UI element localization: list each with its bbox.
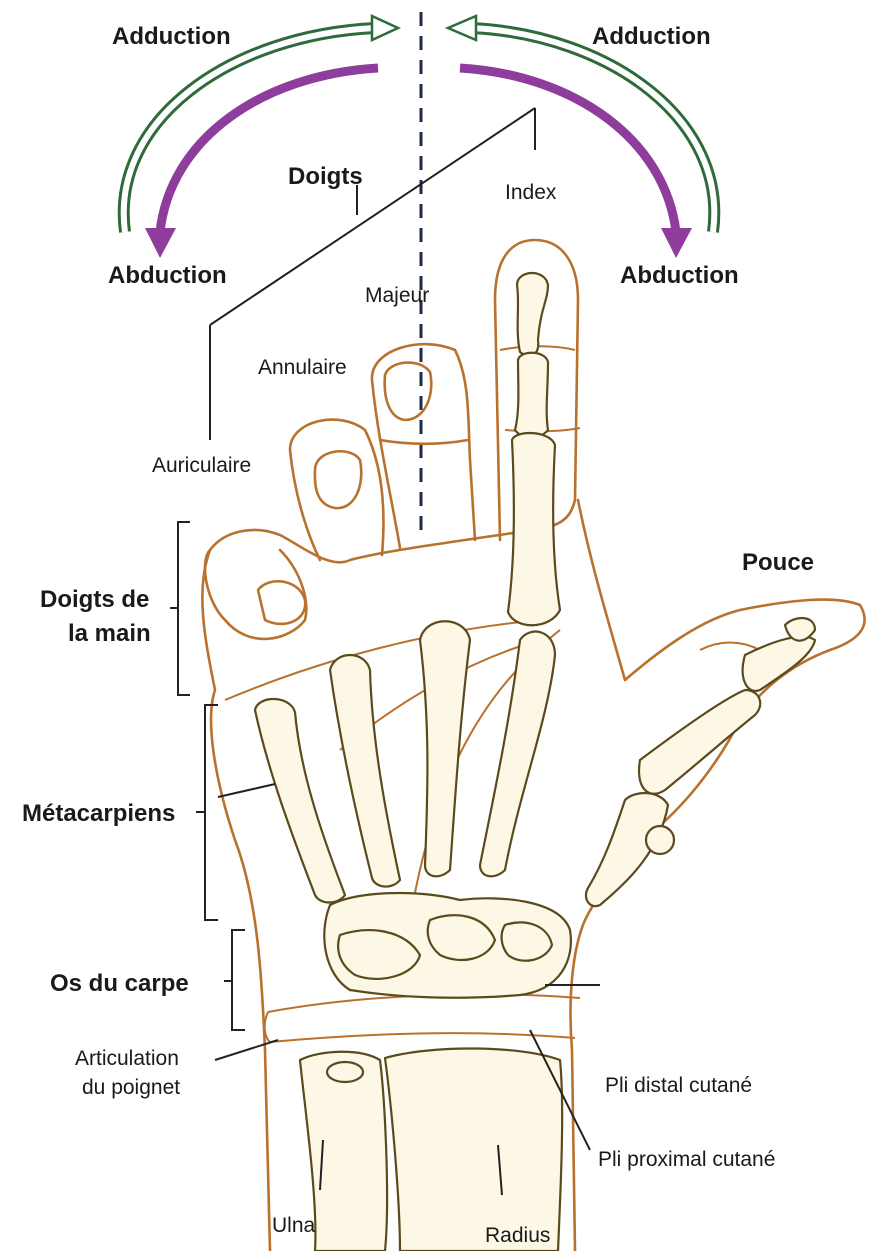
bracket-doigts-de-la-main bbox=[170, 522, 190, 695]
label-auriculaire: Auriculaire bbox=[152, 454, 251, 477]
label-adduction-left: Adduction bbox=[112, 23, 231, 50]
label-abduction-right: Abduction bbox=[620, 262, 739, 289]
leader-articulation bbox=[215, 1040, 278, 1060]
label-pli-proximal: Pli proximal cutané bbox=[598, 1148, 775, 1171]
label-doigts-de-la-main-1: Doigts de bbox=[40, 586, 149, 613]
label-pouce: Pouce bbox=[742, 549, 814, 576]
bracket-metacarpiens bbox=[196, 705, 218, 920]
label-articulation-2: du poignet bbox=[82, 1076, 180, 1099]
label-abduction-left: Abduction bbox=[108, 262, 227, 289]
label-annulaire: Annulaire bbox=[258, 356, 347, 379]
label-metacarpiens: Métacarpiens bbox=[22, 800, 175, 827]
label-adduction-right: Adduction bbox=[592, 23, 711, 50]
label-doigts: Doigts bbox=[288, 163, 363, 190]
label-radius: Radius bbox=[485, 1224, 550, 1247]
label-os-du-carpe: Os du carpe bbox=[50, 970, 189, 997]
label-ulna: Ulna bbox=[272, 1214, 316, 1237]
label-pli-distal: Pli distal cutané bbox=[605, 1074, 752, 1097]
bracket-os-du-carpe bbox=[224, 930, 245, 1030]
label-articulation-1: Articulation bbox=[75, 1047, 179, 1070]
label-index: Index bbox=[505, 181, 557, 204]
label-majeur: Majeur bbox=[365, 284, 429, 307]
label-doigts-de-la-main-2: la main bbox=[68, 620, 151, 647]
